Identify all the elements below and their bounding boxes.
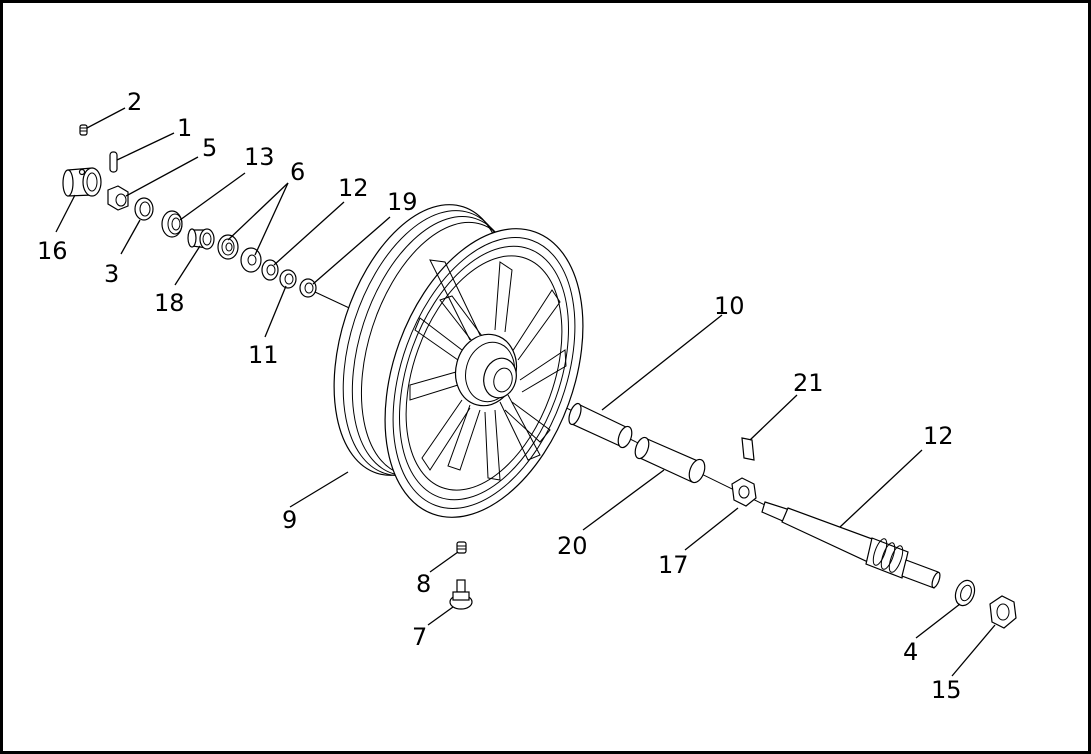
callout-labels: 2 1 5 13 6 12 19 16 3 18 11 10 21 12 9 2…: [37, 88, 962, 704]
callout-10: 10: [714, 292, 745, 320]
callout-13: 13: [244, 143, 275, 171]
part-pin: [109, 151, 118, 173]
part-washer-3: [134, 197, 154, 221]
part-axle: [761, 501, 941, 589]
callout-21: 21: [793, 369, 824, 397]
part-valve-cap: [456, 541, 467, 554]
part-seal: [161, 210, 183, 238]
callout-5: 5: [202, 134, 217, 162]
callout-8: 8: [416, 570, 431, 598]
part-washer-4: [954, 579, 976, 607]
callout-3: 3: [104, 260, 119, 288]
part-collar: [62, 167, 102, 197]
part-wheel: [333, 204, 584, 518]
callout-19: 19: [387, 188, 418, 216]
callout-17: 17: [658, 551, 689, 579]
callout-20: 20: [557, 532, 588, 560]
part-spacer-tube: [634, 436, 706, 484]
part-spacer: [187, 228, 215, 250]
part-nut-17: [731, 477, 757, 507]
callout-9: 9: [282, 506, 297, 534]
part-ring: [279, 269, 297, 289]
part-set-screw: [79, 124, 88, 136]
callout-1: 1: [177, 114, 192, 142]
callout-2: 2: [127, 88, 142, 116]
part-bearing-race: [240, 247, 262, 273]
callout-12-upper: 12: [338, 174, 369, 202]
part-bearing: [217, 234, 239, 260]
callout-6: 6: [290, 158, 305, 186]
callout-18: 18: [154, 289, 185, 317]
part-castle-nut: [107, 185, 129, 211]
callout-11: 11: [248, 341, 279, 369]
callout-12-lower: 12: [923, 422, 954, 450]
callout-15: 15: [931, 676, 962, 704]
part-key: [741, 437, 755, 461]
part-nut-19: [299, 278, 317, 298]
part-axle-sleeve: [568, 402, 633, 449]
part-nut-15: [989, 595, 1017, 629]
leader-lines: [55, 107, 996, 677]
part-valve-stem: [449, 579, 473, 610]
callout-7: 7: [412, 623, 427, 651]
callout-4: 4: [903, 638, 918, 666]
callout-16: 16: [37, 237, 68, 265]
